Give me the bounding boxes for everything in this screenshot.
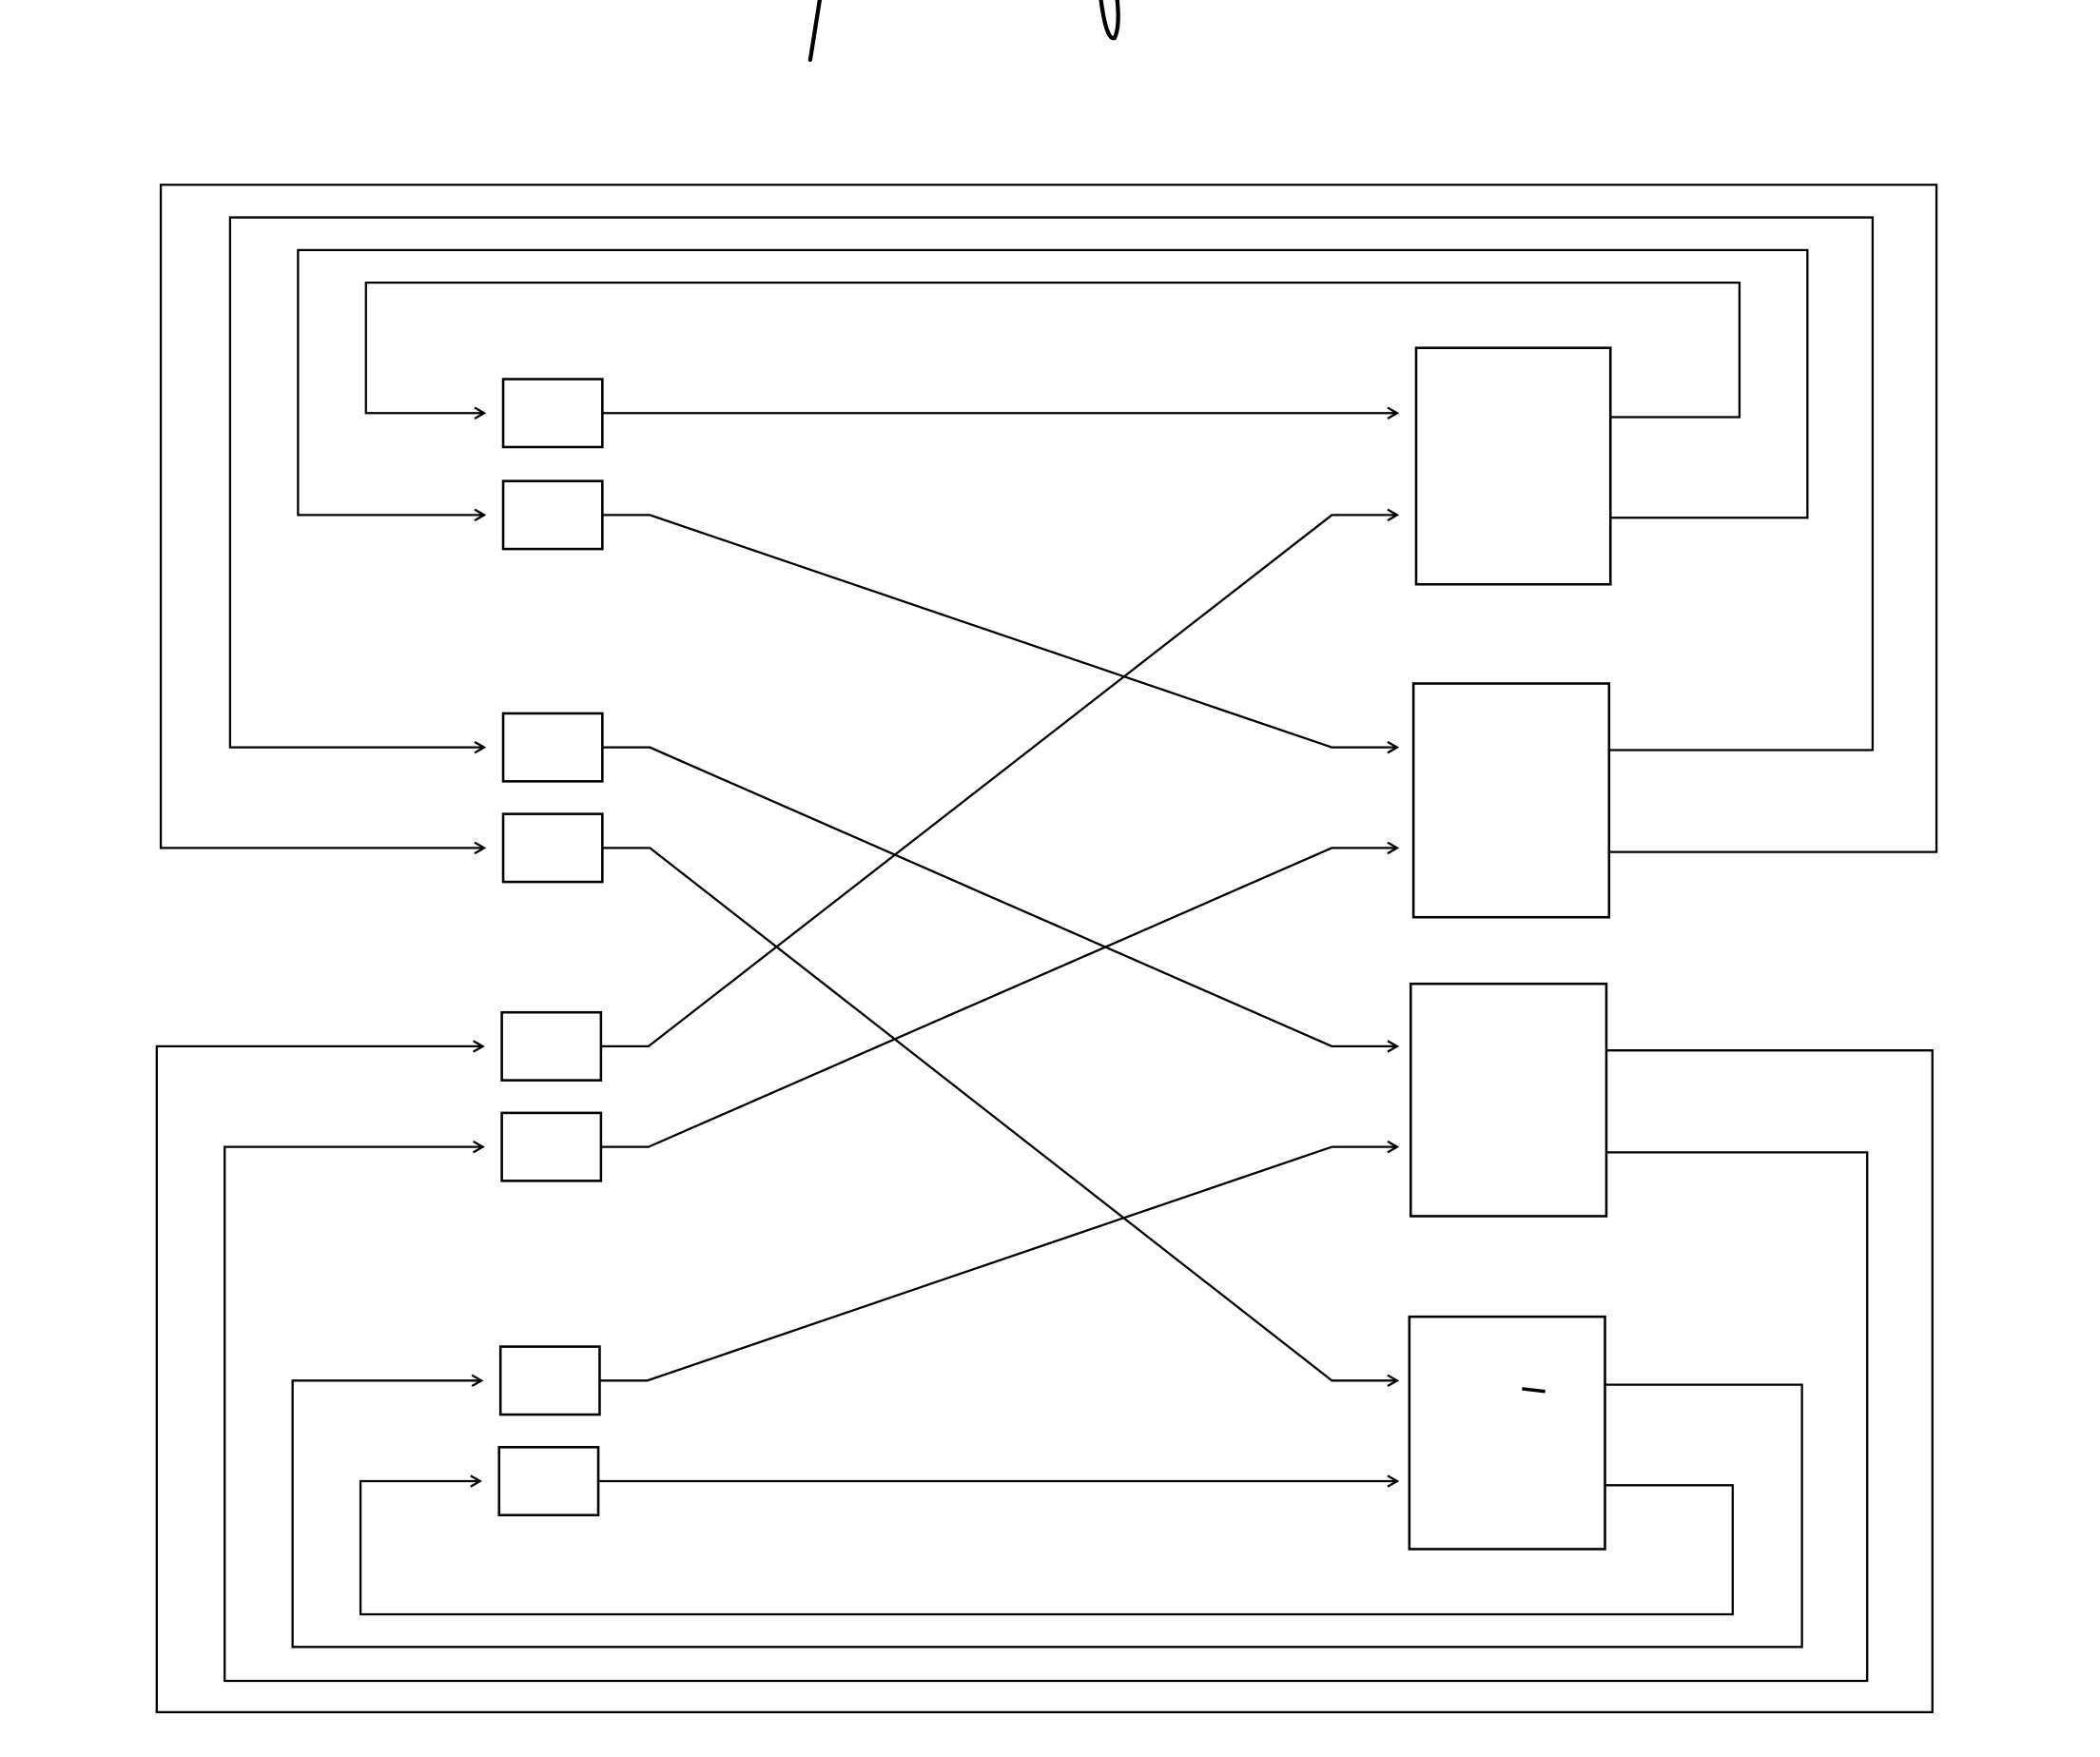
arrowhead-icon <box>474 740 487 754</box>
arrowhead-icon <box>473 1140 485 1154</box>
link-L5 <box>600 514 1397 1048</box>
arrowhead-icon <box>1387 1040 1400 1053</box>
left-block-L5 <box>500 1010 603 1082</box>
link-L6 <box>600 847 1397 1148</box>
right-blocks <box>1408 346 1612 1551</box>
arrowhead-icon <box>473 1040 485 1053</box>
feedback-loop-L7 <box>291 1379 1803 1649</box>
handwritten-stroke <box>1099 0 1120 41</box>
right-block-R3 <box>1409 982 1608 1218</box>
left-block-L8 <box>497 1446 600 1517</box>
arrowhead-icon <box>1387 740 1400 754</box>
arrowhead-icon <box>1387 1374 1400 1388</box>
arrowhead-icon <box>1387 1140 1400 1154</box>
feedback-loop-L2 <box>297 248 1809 519</box>
stray-mark <box>1522 1387 1546 1394</box>
arrowhead-icon <box>1387 508 1400 522</box>
handwritten-marks <box>807 0 1120 62</box>
handwritten-stroke <box>807 0 823 62</box>
feedback-loop-L4 <box>159 184 1938 853</box>
feedback-loop-L5 <box>155 1044 1934 1714</box>
feedback-loop-L1 <box>364 281 1741 419</box>
feedback-loops <box>155 184 1938 1714</box>
left-block-L4 <box>501 812 604 884</box>
right-block-R2 <box>1411 682 1611 919</box>
arrowhead-icon <box>474 406 487 420</box>
feedback-loop-L6 <box>224 1145 1869 1683</box>
arrowhead-icon <box>471 1374 484 1388</box>
left-blocks <box>497 378 604 1517</box>
left-block-L2 <box>501 479 604 551</box>
arrowhead-icon <box>474 841 487 855</box>
arrowhead-icon <box>1387 841 1400 855</box>
left-block-L3 <box>501 712 604 783</box>
right-block-R4 <box>1408 1315 1606 1551</box>
left-block-L6 <box>500 1111 603 1182</box>
link-L2 <box>602 514 1397 749</box>
feedback-loop-L8 <box>359 1479 1734 1616</box>
arrowhead-icon <box>1387 406 1400 420</box>
link-L3 <box>602 746 1397 1048</box>
left-block-L1 <box>501 378 604 449</box>
right-block-R1 <box>1414 346 1612 586</box>
link-L4 <box>602 847 1397 1382</box>
crossover-links <box>598 406 1400 1488</box>
arrowhead-icon <box>470 1474 483 1488</box>
arrowhead-icon <box>474 508 487 522</box>
left-block-L7 <box>498 1345 601 1416</box>
feedback-loop-L3 <box>228 216 1875 752</box>
link-L7 <box>599 1145 1397 1382</box>
arrowhead-icon <box>1387 1474 1400 1488</box>
